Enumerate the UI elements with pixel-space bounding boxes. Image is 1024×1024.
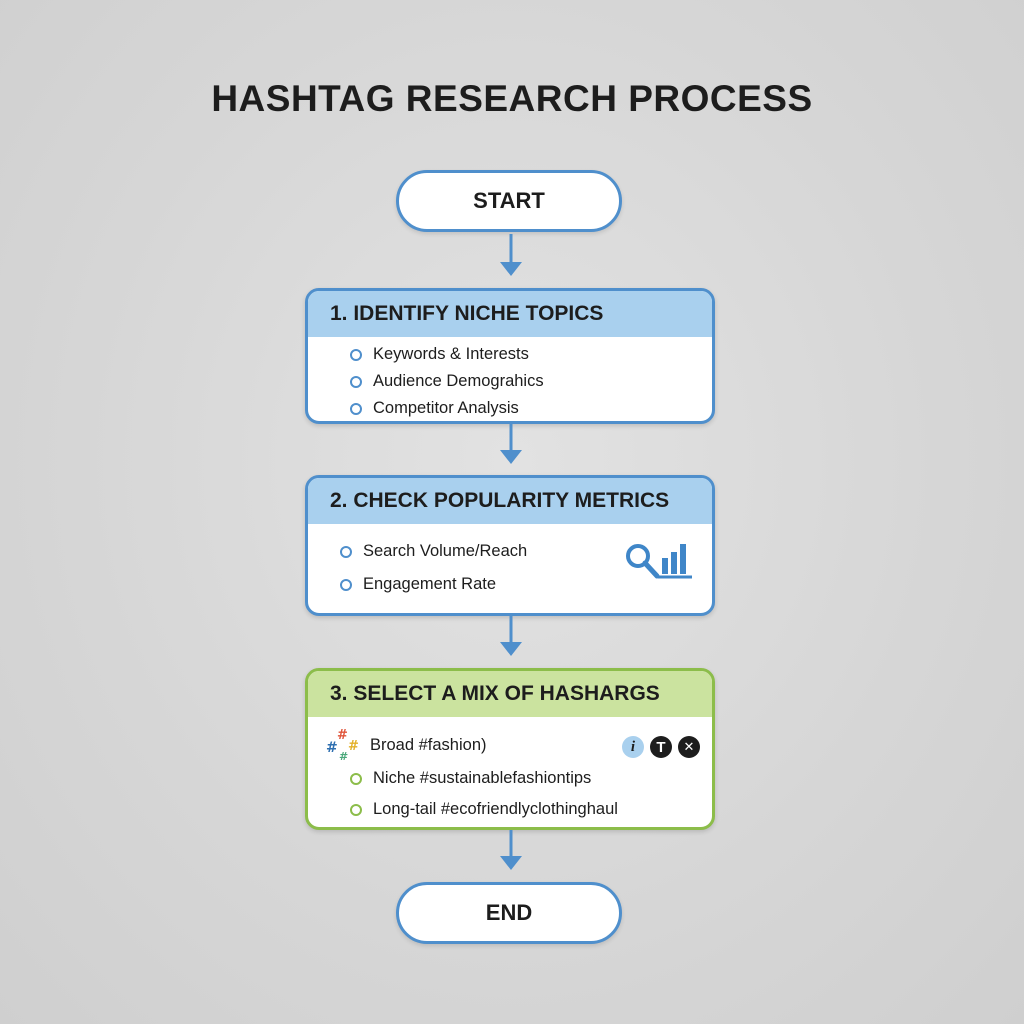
bullet-icon [340, 545, 352, 558]
arrow-step3-to-end [500, 830, 522, 870]
step2-item-2: Engagement Rate [363, 575, 497, 593]
step3-item-3: Long-tail #ecofriendlyclothinghaul [373, 800, 618, 818]
list-item: Long-tail #ecofriendlyclothinghaul [350, 800, 618, 819]
step-check-popularity-metrics: 2. CHECK POPULARITY METRICS Search Volum… [305, 475, 715, 616]
hashtags-icon: # # # # [326, 728, 359, 762]
step-identify-niche-topics: 1. IDENTIFY NICHE TOPICS Keywords & Inte… [305, 288, 715, 424]
bullet-icon [340, 578, 352, 591]
bullet-icon [350, 803, 362, 816]
arrow-start-to-step1 [500, 234, 522, 276]
svg-text:#: # [348, 739, 359, 754]
list-item: Competitor Analysis [350, 399, 519, 418]
step1-heading: 1. IDENTIFY NICHE TOPICS [308, 291, 712, 337]
bullet-icon [350, 348, 362, 361]
end-node: END [396, 882, 622, 944]
step-select-mix-of-hashtags: 3. SELECT A MIX OF HASHARGS # # # # Broa… [305, 668, 715, 830]
step1-item-1: Keywords & Interests [373, 345, 529, 363]
t-icon[interactable]: T [650, 736, 672, 758]
list-item: Broad #fashion) [370, 736, 487, 755]
svg-text:#: # [337, 728, 348, 743]
close-icon[interactable]: ✕ [678, 736, 700, 758]
list-item: Niche #sustainablefashiontips [350, 769, 591, 788]
step3-item-1: Broad #fashion) [370, 736, 487, 754]
bullet-icon [350, 375, 362, 388]
diagram-title: HASHTAG RESEARCH PROCESS [211, 78, 813, 119]
magnifier-bar-chart-icon [626, 544, 692, 579]
step1-item-2: Audience Demograhics [373, 372, 544, 390]
step2-heading: 2. CHECK POPULARITY METRICS [308, 478, 712, 524]
step3-heading: 3. SELECT A MIX OF HASHARGS [308, 671, 712, 717]
arrow-step2-to-step3 [500, 616, 522, 656]
list-item: Search Volume/Reach [340, 542, 527, 561]
svg-text:#: # [326, 740, 338, 756]
step3-item-2: Niche #sustainablefashiontips [373, 769, 592, 787]
list-item: Audience Demograhics [350, 372, 544, 391]
svg-text:#: # [339, 750, 348, 762]
step2-item-1: Search Volume/Reach [363, 542, 528, 560]
bullet-icon [350, 402, 362, 415]
list-item: Keywords & Interests [350, 345, 529, 364]
list-item: Engagement Rate [340, 575, 496, 594]
start-node: START [396, 170, 622, 232]
step1-item-3: Competitor Analysis [373, 399, 519, 417]
bullet-icon [350, 772, 362, 785]
arrow-step1-to-step2 [500, 424, 522, 464]
info-icon[interactable]: i [622, 736, 644, 758]
